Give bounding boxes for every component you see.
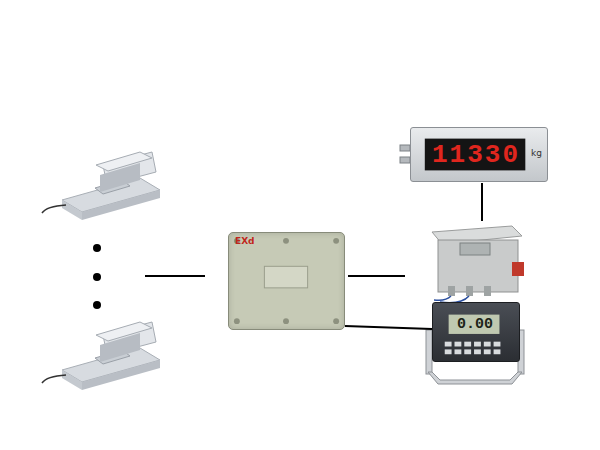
explosion-proof-box [432, 226, 524, 303]
display-reading: 11330 [428, 141, 524, 170]
large-display: 11330 kg [410, 127, 548, 182]
cable-line [481, 183, 483, 221]
box-bolts [229, 233, 344, 329]
cable-line [348, 275, 405, 277]
ellipsis-dots [93, 244, 101, 309]
ex-mark: EXd [235, 236, 255, 246]
load-cell-module [42, 322, 160, 390]
unit-label: kg [531, 148, 542, 158]
connector-line [345, 326, 432, 329]
cable-line [145, 275, 205, 277]
weighing-indicator: 0.00 [432, 302, 520, 362]
load-cell-module [42, 152, 160, 220]
display-reading: 0.00 [449, 316, 501, 334]
junction-box: EXd [228, 232, 345, 330]
cable-gland [400, 145, 410, 163]
cable-connector [345, 326, 432, 329]
